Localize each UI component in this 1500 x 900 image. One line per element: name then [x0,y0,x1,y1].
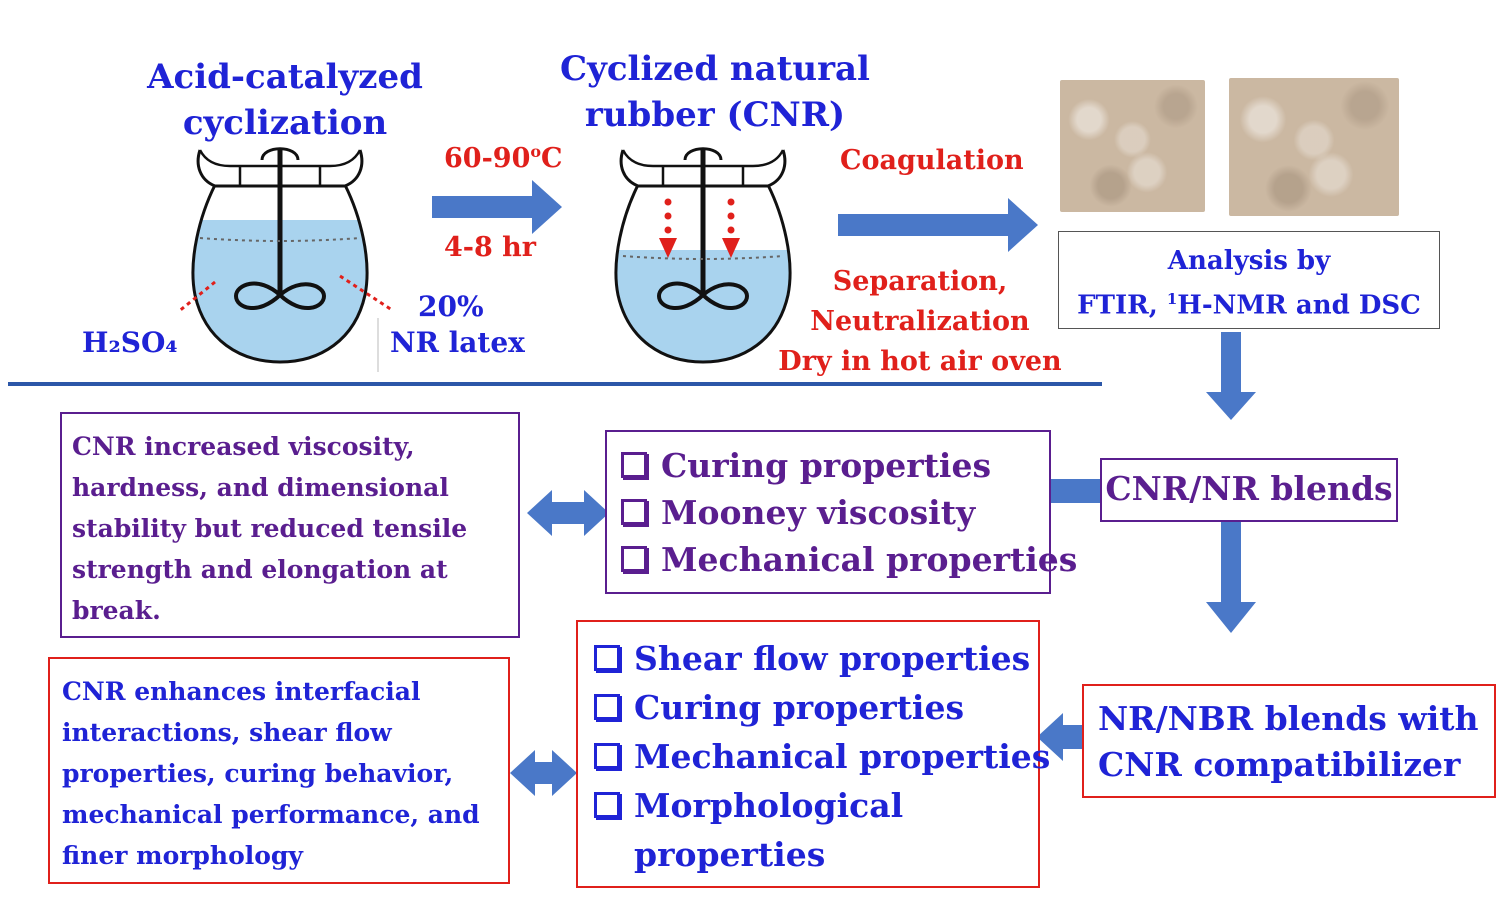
cnr-nr-properties-box: Curing properties Mooney viscosity Mecha… [605,430,1077,594]
summary-line: mechanical performance, and [62,800,480,829]
coagulation-label: Coagulation [840,145,1024,176]
separation-label: Separation, [832,266,1008,297]
summary-line: stability but reduced tensile [72,514,468,543]
nr-nbr-label-line2: CNR compatibilizer [1098,745,1461,784]
cnr-powder-photo [1060,80,1205,212]
nr-nbr-label-line1: NR/NBR blends with [1098,699,1479,738]
property-item: Curing properties [621,442,1049,489]
temperature-unit: C [541,143,563,174]
temperature-value: 60-90 [444,143,531,174]
summary-line: CNR enhances interfacial [62,677,421,706]
arrow-down-icon [1206,522,1256,633]
analysis-box: Analysis by FTIR, 1H-NMR and DSC [1058,231,1440,329]
nr-nbr-blends-box: NR/NBR blends with CNR compatibilizer [1082,684,1496,798]
reactor1-vessel-icon [177,147,393,372]
property-item: Mooney viscosity [621,489,1049,536]
property-item: Shear flow properties [594,634,1038,683]
neutralization-label: Neutralization [810,306,1030,337]
dry-label: Dry in hot air oven [778,346,1062,377]
temperature-label: 60-90oC [444,142,563,174]
cnr-nr-summary-box: CNR increased viscosity, hardness, and d… [60,412,520,638]
reactor2-title: Cyclized natural rubber (CNR) [560,46,870,138]
checkbox-icon [621,452,647,478]
arrow-left-icon [1037,713,1083,761]
checkbox-icon [621,546,647,572]
property-item: Mechanical properties [594,732,1050,781]
arrow-right-icon [432,180,562,234]
reactor1-title-line1: Acid-catalyzed [147,57,423,97]
property-item: Curing properties [594,683,1038,732]
checkbox-icon [594,645,620,671]
summary-line: strength and elongation at [72,555,448,584]
nr-nbr-properties-box: Shear flow properties Curing properties … [576,620,1050,888]
arrow-right-icon [838,198,1038,252]
summary-line: break. [72,596,161,625]
analysis-line1: Analysis by [1167,246,1331,276]
cnr-nr-blends-box: CNR/NR blends [1100,458,1398,522]
reactor-illustrations [8,147,1102,386]
checkbox-icon [594,743,620,769]
arrow-down-icon [1206,332,1256,420]
time-label: 4-8 hr [444,232,537,263]
degree-sup: o [530,142,542,161]
reactor2-title-line1: Cyclized natural [560,49,870,89]
cnr-powder-photo [1229,78,1399,216]
property-item: Morphological [594,781,1038,830]
property-item: Mechanical properties [621,536,1077,583]
property-item-cont: properties [634,835,826,874]
summary-line: interactions, shear flow [62,718,392,747]
reactor2-vessel-icon [614,147,792,364]
reactor2-title-line2: rubber (CNR) [584,95,846,135]
label-nr-latex: NR latex [390,326,525,359]
double-arrow-icon [510,750,577,796]
summary-line: finer morphology [62,841,303,870]
label-h2so4: H₂SO₄ [82,326,178,359]
summary-line: hardness, and dimensional [72,473,449,502]
checkbox-icon [594,792,620,818]
summary-line: CNR increased viscosity, [72,432,415,461]
summary-line: properties, curing behavior, [62,759,454,788]
analysis-line2: FTIR, 1H-NMR and DSC [1077,290,1421,321]
reactor1-title: Acid-catalyzed cyclization [140,54,430,146]
label-pct: 20% [418,290,484,323]
processing-steps: Separation, Neutralization Dry in hot ai… [770,262,1070,382]
checkbox-icon [621,499,647,525]
reactor1-title-line2: cyclization [182,103,388,143]
double-arrow-icon [527,490,609,536]
nr-nbr-summary-box: CNR enhances interfacial interactions, s… [48,657,510,884]
checkbox-icon [594,694,620,720]
